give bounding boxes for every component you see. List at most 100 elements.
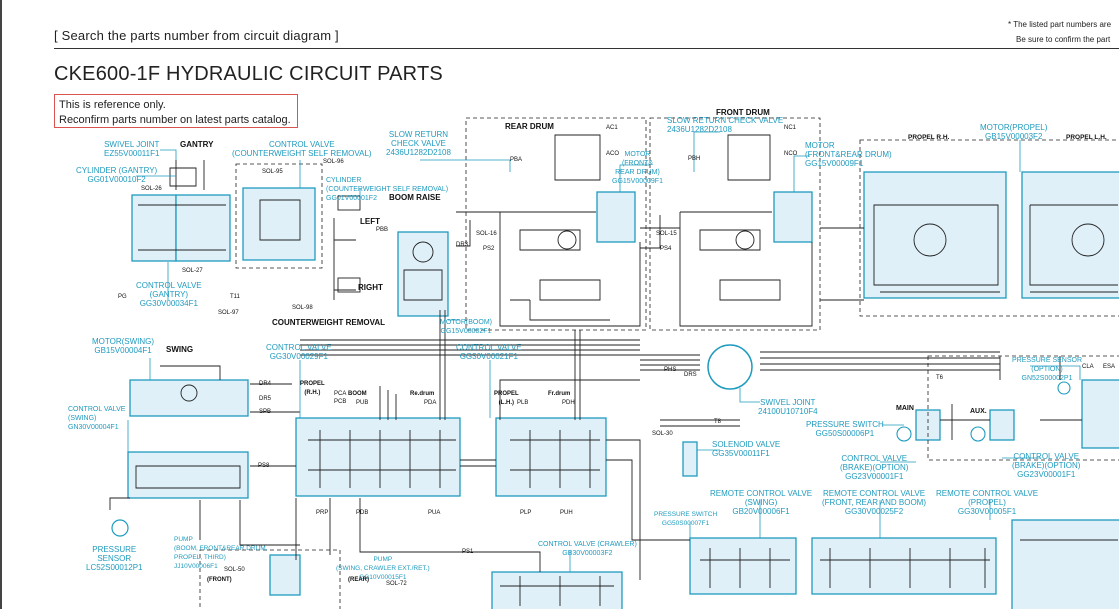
cw-cylinder-label: CYLINDER (COUNTERWEIGHT SELF REMOVAL)GG0…	[326, 177, 449, 202]
cw-enclosure	[235, 163, 323, 269]
solenoid-valve-box	[682, 441, 698, 477]
port-ac1: AC1	[606, 125, 618, 131]
part-note-line1: * The listed part numbers are	[1008, 20, 1112, 29]
sol-30: SOL-30	[652, 431, 673, 437]
propel-lh-heading: PROPEL L.H.	[1066, 134, 1107, 141]
port-pda: PDA	[424, 400, 437, 406]
port-ps1: PS1	[462, 549, 474, 555]
propel-lh-section: PROPEL (L.H.)	[494, 391, 519, 406]
main-control-valve-1	[295, 417, 461, 497]
brake-valve-main-label: CONTROL VALVE (BRAKE)(OPTION)GG23V00001F…	[840, 454, 909, 481]
port-dr4: DR4	[259, 381, 272, 387]
propel-motor-label: MOTOR(PROPEL)GB15V00003F2	[980, 123, 1048, 141]
port-pub: PUB	[356, 400, 369, 406]
sensor-right-box	[1081, 379, 1119, 449]
port-drs: DRS	[684, 372, 697, 378]
port-pca: PCA	[334, 391, 347, 397]
sol-95: SOL-95	[262, 169, 283, 175]
port-plb: PLB	[517, 400, 529, 406]
remote-swing-label: REMOTE CONTROL VALVE (SWING)GB20V00006F1	[710, 489, 813, 516]
brake-valve-aux-label: CONTROL VALVE (BRAKE)(OPTION)GG23V00001F…	[1012, 452, 1081, 479]
header-divider	[54, 48, 1119, 49]
port-aco: ACO	[606, 151, 620, 157]
part-note-line2: Be sure to confirm the part	[1016, 35, 1111, 44]
sol-98: SOL-98	[292, 305, 313, 311]
port-pbh: PBH	[688, 156, 701, 162]
port-phs: PHS	[664, 367, 677, 373]
port-pbb: PBB	[376, 227, 389, 233]
rear-drum-heading: REAR DRUM	[505, 122, 554, 131]
pump-enclosure	[199, 549, 341, 609]
port-t6a: T6	[936, 375, 944, 381]
port-ps2: PS2	[483, 246, 495, 252]
pump-main-label: PUMP (BOOM, FRONT&REAR DRUM, PROPEL, THI…	[174, 536, 268, 570]
cylinder-gantry-label: CYLINDER (GANTRY)GG01V00010F2	[76, 166, 158, 184]
pressure-switch-aux	[970, 426, 986, 442]
front-drum-motor-label: MOTOR (FRONT&REAR DRUM)GG15V00009F1	[805, 141, 892, 168]
port-dr3: DR3	[456, 242, 469, 248]
remote-propel-label: REMOTE CONTROL VALVE (PROPEL)GG30V00005F…	[936, 489, 1039, 516]
swing-motor-box	[129, 379, 249, 417]
gantry-control-valve-label: CONTROL VALVE (GANTRY)GG30V00034F1	[136, 281, 202, 308]
swing-control-valve-box	[127, 451, 249, 499]
pressure-switch-main	[896, 426, 912, 442]
option-enclosure	[927, 355, 1119, 461]
port-pg: PG	[118, 294, 127, 300]
brake-valve-aux	[989, 409, 1015, 441]
rear-drum-motor-label: MOTOR (FRONT& REAR DRUM)GG15V00009F1	[612, 151, 663, 185]
sol-27: SOL-27	[182, 268, 203, 274]
sol-50: SOL-50	[224, 567, 245, 573]
page-title: CKE600-1F HYDRAULIC CIRCUIT PARTS	[54, 63, 443, 85]
cw-control-valve-label: CONTROL VALVE (COUNTERWEIGHT SELF REMOVA…	[232, 140, 372, 158]
remote-front-box	[811, 537, 997, 595]
gantry-heading: GANTRY	[180, 140, 214, 149]
swivel-joint-main	[707, 344, 753, 390]
sol-16: SOL-16	[476, 231, 497, 237]
main-control-valve-2	[495, 417, 607, 497]
cw-control-valve	[242, 187, 316, 261]
port-spb: SPB	[259, 409, 272, 415]
sol-26: SOL-26	[141, 186, 162, 192]
port-cla: CLA	[1082, 364, 1094, 370]
swing-heading: SWING	[166, 345, 194, 354]
fr-drum-section: Fr.drum	[548, 391, 571, 397]
propel-lh-motor-box	[1021, 171, 1119, 299]
rear-drum-motor-box	[596, 191, 636, 243]
right-label: RIGHT	[358, 283, 383, 292]
sol-72: SOL-72	[386, 581, 407, 587]
crawler-valve-label: CONTROL VALVE (CRAWLER)GB30V00003F2	[538, 541, 637, 557]
sol-96: SOL-96	[323, 159, 344, 165]
reference-notice: This is reference only. Reconfirm parts …	[54, 94, 298, 128]
port-plp: PLP	[520, 510, 532, 516]
port-t11: T11	[230, 294, 240, 300]
port-ps4: PS4	[660, 246, 672, 252]
aux-heading: AUX.	[970, 408, 987, 415]
port-pba: PBA	[510, 157, 523, 163]
sol-97: SOL-97	[218, 310, 239, 316]
propel-rh-motor-box	[863, 171, 1007, 299]
port-pcb: PCB	[334, 399, 347, 405]
page-frame-edge	[0, 0, 2, 609]
crawler-valve-box	[491, 571, 623, 609]
remote-propel-box	[1011, 519, 1119, 609]
boom-motor-label: MOTOR(BOOM)GG15V00002F1	[440, 319, 492, 335]
main-heading: MAIN	[896, 405, 914, 412]
propel-rh-section: PROPEL (R.H.)	[300, 381, 325, 396]
port-t8: T8	[714, 419, 722, 425]
reference-line1: This is reference only.	[59, 99, 166, 111]
pressure-sensor-symbol	[111, 519, 129, 537]
search-parts-link[interactable]: [ Search the parts number from circuit d…	[54, 28, 339, 43]
port-pdh: PDH	[562, 400, 575, 406]
remote-swing-box	[689, 537, 797, 595]
swing-control-valve-label: CONTROL VALVE (SWING)GN30V00004F1	[68, 406, 126, 431]
